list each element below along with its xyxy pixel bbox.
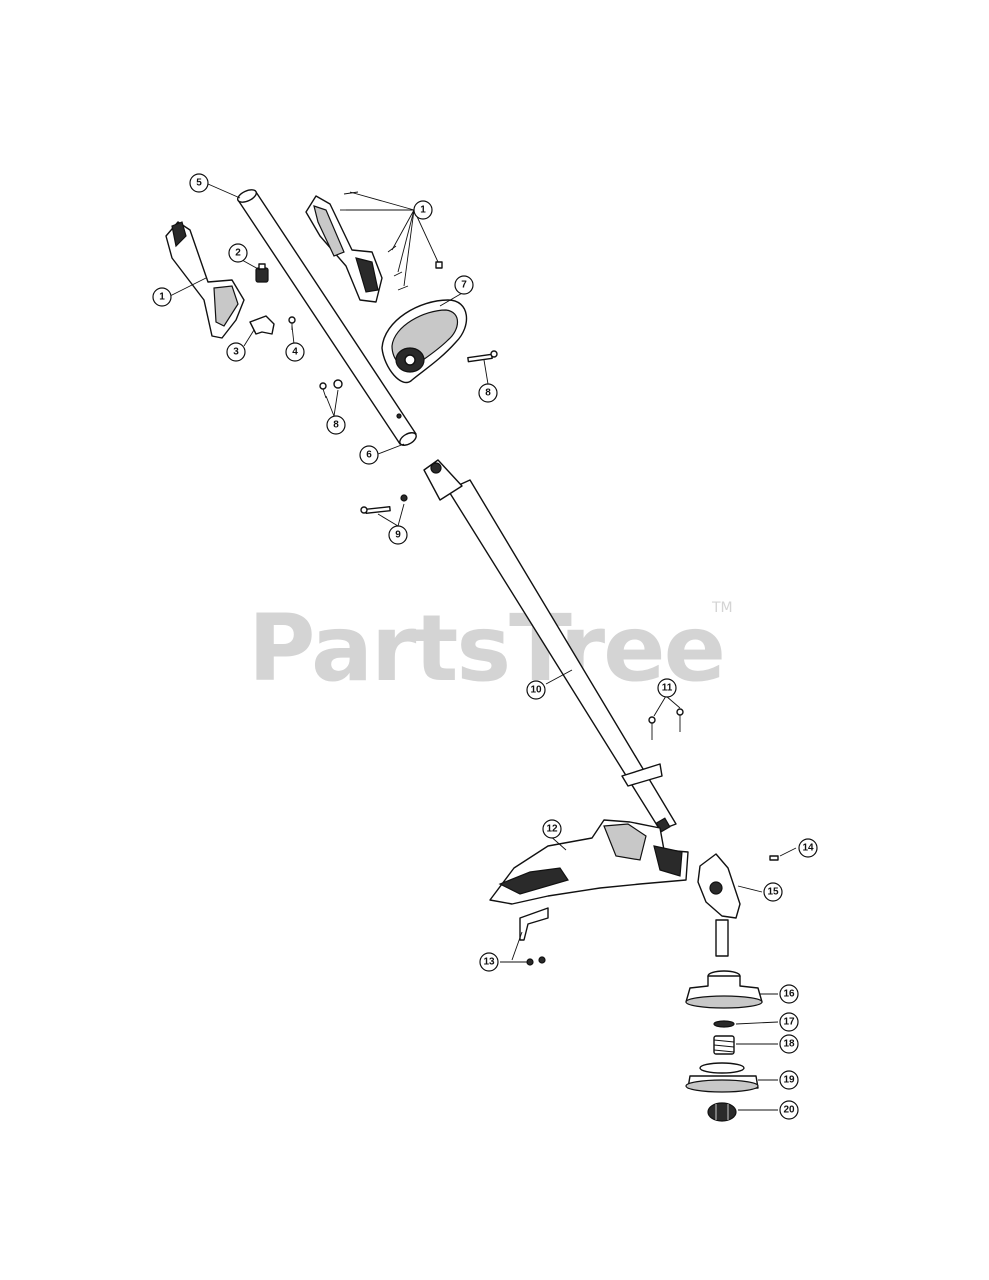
callout-label: 17: [783, 1017, 795, 1028]
part-washer-17[interactable]: [713, 1020, 735, 1028]
callout-1-housing[interactable]: 1: [413, 200, 433, 220]
callout-label: 1: [159, 292, 165, 303]
callout-8-right[interactable]: 8: [478, 383, 498, 403]
callout-label: 2: [235, 248, 241, 259]
callout-11[interactable]: 11: [657, 678, 677, 698]
callout-label: 14: [802, 843, 814, 854]
callout-label: 9: [395, 530, 401, 541]
callout-7[interactable]: 7: [454, 275, 474, 295]
callout-label: 6: [366, 450, 372, 461]
callout-label: 19: [783, 1075, 795, 1086]
part-spool-19[interactable]: [685, 1062, 759, 1093]
part-screws-8-left[interactable]: [319, 379, 343, 399]
callout-12[interactable]: 12: [542, 819, 562, 839]
part-guard-ring[interactable]: [381, 299, 468, 384]
callout-14[interactable]: 14: [798, 838, 818, 858]
callout-label: 13: [483, 957, 495, 968]
part-bracket[interactable]: [249, 315, 275, 335]
callout-4[interactable]: 4: [285, 342, 305, 362]
part-housing-half[interactable]: [305, 191, 443, 303]
callout-label: 8: [333, 420, 339, 431]
callout-label: 12: [546, 824, 558, 835]
callout-label: 20: [783, 1105, 795, 1116]
callout-5[interactable]: 5: [189, 173, 209, 193]
part-guard[interactable]: [489, 819, 689, 905]
callout-18[interactable]: 18: [779, 1034, 799, 1054]
part-bolt-8-right[interactable]: [467, 350, 498, 363]
callout-2[interactable]: 2: [228, 243, 248, 263]
callout-9[interactable]: 9: [388, 525, 408, 545]
callout-label: 16: [783, 989, 795, 1000]
part-key-14[interactable]: [769, 855, 779, 861]
watermark-tm: TM: [711, 600, 733, 616]
callout-6[interactable]: 6: [359, 445, 379, 465]
callout-label: 10: [530, 685, 542, 696]
callout-label: 5: [196, 178, 202, 189]
part-switch[interactable]: [255, 263, 269, 283]
part-lower-shaft[interactable]: [423, 459, 677, 833]
part-upper-shaft[interactable]: [236, 187, 418, 448]
part-spring-18[interactable]: [713, 1035, 735, 1055]
watermark-text: PartsTree: [248, 595, 724, 702]
callout-10[interactable]: 10: [526, 680, 546, 700]
part-spool-housing[interactable]: [685, 970, 763, 1009]
callout-3[interactable]: 3: [226, 342, 246, 362]
callout-label: 18: [783, 1039, 795, 1050]
part-handle-left[interactable]: [165, 221, 245, 339]
callout-15[interactable]: 15: [763, 882, 783, 902]
callout-1-handle[interactable]: 1: [152, 287, 172, 307]
callout-20[interactable]: 20: [779, 1100, 799, 1120]
callout-17[interactable]: 17: [779, 1012, 799, 1032]
callouts: 1 1 2 3 4 5 6 7 8 8 9 10 11 12 13 14 15 …: [152, 173, 818, 1120]
callout-label: 1: [420, 205, 426, 216]
part-gearhead[interactable]: [697, 853, 741, 957]
part-blade-13[interactable]: [519, 907, 549, 966]
callout-label: 7: [461, 280, 467, 291]
watermark: PartsTree TM: [248, 595, 733, 702]
callout-label: 3: [233, 347, 239, 358]
callout-16[interactable]: 16: [779, 984, 799, 1004]
callout-label: 11: [662, 683, 673, 694]
part-screws-11[interactable]: [648, 708, 684, 740]
callout-label: 4: [292, 347, 298, 358]
part-knob-20[interactable]: [707, 1102, 737, 1122]
callout-8-left[interactable]: 8: [326, 415, 346, 435]
callout-19[interactable]: 19: [779, 1070, 799, 1090]
part-bolt-9[interactable]: [360, 494, 408, 514]
callout-label: 8: [485, 388, 491, 399]
callout-13[interactable]: 13: [479, 952, 499, 972]
callout-label: 15: [767, 887, 779, 898]
